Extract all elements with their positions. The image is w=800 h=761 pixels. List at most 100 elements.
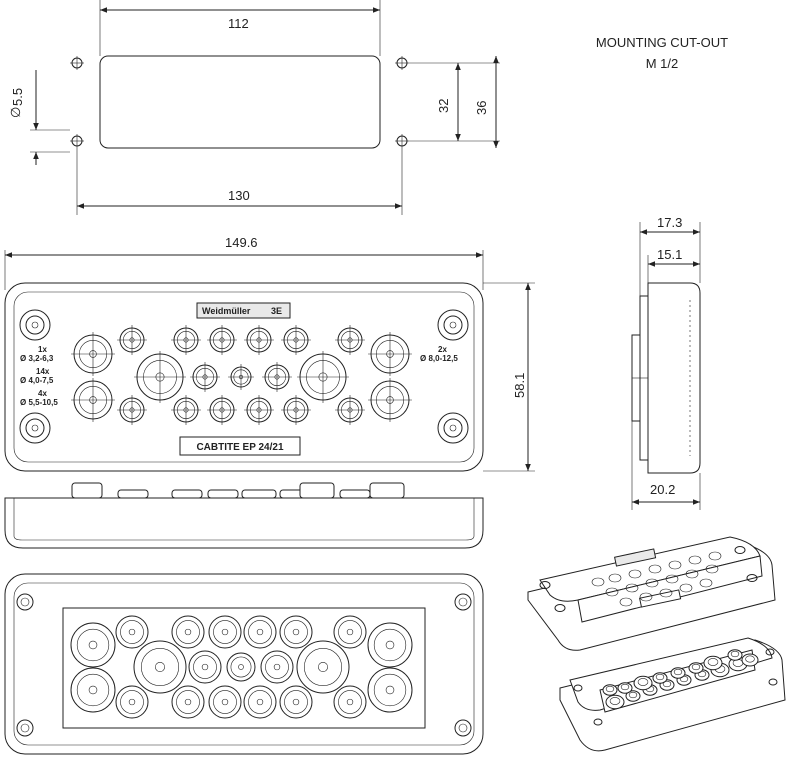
profile-bump bbox=[369, 482, 405, 499]
iso-rear-grommet bbox=[633, 675, 653, 691]
grommet-small bbox=[171, 325, 201, 355]
rear-mounting-hole bbox=[454, 593, 472, 611]
grommet-tiny bbox=[228, 364, 254, 390]
grommet-medium bbox=[368, 332, 412, 376]
rear-mounting-hole bbox=[16, 593, 34, 611]
grommet-small bbox=[244, 395, 274, 425]
iso-rear-grommet bbox=[727, 649, 743, 661]
iso-mount-hole bbox=[734, 546, 746, 554]
iso-rear-grommet bbox=[652, 672, 668, 684]
legend-count-4: 2x bbox=[438, 345, 447, 354]
mounting-hole bbox=[437, 309, 469, 341]
rear-grommet-small bbox=[243, 615, 277, 649]
model-plate bbox=[179, 436, 301, 456]
dim-hole-spacing-h: 130 bbox=[228, 188, 250, 203]
iso-rear-mount-hole bbox=[768, 678, 778, 686]
rear-grommet-small bbox=[279, 615, 313, 649]
isometric-rear bbox=[559, 637, 786, 752]
rear-mounting-hole bbox=[16, 719, 34, 737]
frame-inner-outline bbox=[13, 291, 475, 463]
iso-rear-grommet bbox=[670, 667, 686, 679]
iso-rear-mount-hole bbox=[765, 648, 775, 656]
iso-grommet bbox=[628, 569, 642, 579]
iso-grommet bbox=[608, 573, 622, 583]
rear-grommet-medium bbox=[367, 622, 413, 668]
isometric-front bbox=[527, 536, 776, 651]
iso-grommet bbox=[605, 587, 619, 597]
right-legend: 2x Ø 8,0-12,5 bbox=[420, 345, 458, 363]
iso-rear-grommet bbox=[703, 655, 723, 671]
iso-rear-grommet bbox=[605, 694, 625, 710]
legend-count-2: 14x bbox=[36, 367, 50, 376]
rear-grommets bbox=[16, 593, 472, 737]
mounting-hole bbox=[437, 412, 469, 444]
iso-rear-grommet bbox=[741, 653, 759, 667]
rear-grommet-small bbox=[171, 685, 205, 719]
rear-grommet-large bbox=[296, 640, 350, 694]
grommet-small bbox=[335, 325, 365, 355]
iso-rear-grommet bbox=[602, 684, 618, 696]
iso-grommet bbox=[699, 578, 713, 588]
profile-bump bbox=[207, 489, 239, 499]
iso-grommet bbox=[625, 583, 639, 593]
iso-mount-hole bbox=[746, 574, 758, 582]
iso-grommet bbox=[665, 574, 679, 584]
left-legend: 1x Ø 3,2-6,3 14x Ø 4,0-7,5 4x Ø 5,5-10,5 bbox=[20, 345, 58, 407]
rear-grommet-small bbox=[279, 685, 313, 719]
iso-grommet bbox=[688, 555, 702, 565]
rear-grommet-medium bbox=[367, 667, 413, 713]
grommet-small bbox=[207, 395, 237, 425]
iso-grommet bbox=[685, 569, 699, 579]
legend-count-1: 1x bbox=[38, 345, 47, 354]
model-label: CABTITE EP 24/21 bbox=[196, 442, 284, 453]
rear-grommet-tiny bbox=[226, 652, 256, 682]
brand-plate bbox=[196, 302, 291, 319]
profile-body bbox=[4, 497, 484, 549]
front-grommets bbox=[19, 309, 469, 444]
grommet-small bbox=[244, 325, 274, 355]
dim-side-depth-inner: 15.1 bbox=[657, 247, 682, 262]
drawing-title: MOUNTING CUT-OUT M 1/2 bbox=[596, 35, 728, 71]
iso-mount-hole bbox=[539, 581, 551, 589]
rear-grommet-large bbox=[133, 640, 187, 694]
grommet-small bbox=[190, 362, 220, 392]
legend-range-4: Ø 8,0-12,5 bbox=[420, 354, 458, 363]
overall-width-dimension: 149.6 bbox=[4, 235, 484, 290]
grommet-large bbox=[297, 351, 349, 403]
rear-grommet-small bbox=[333, 685, 367, 719]
legend-range-2: Ø 4,0-7,5 bbox=[20, 376, 54, 385]
rear-grommet-small bbox=[188, 650, 222, 684]
front-view: Weidmüller 3E CABTITE EP 24/21 1x Ø 3,2-… bbox=[4, 282, 484, 472]
rear-grommet-small bbox=[208, 615, 242, 649]
dim-overall-width: 149.6 bbox=[225, 235, 258, 250]
profile-bump bbox=[339, 489, 371, 499]
iso-rear-grommets bbox=[573, 648, 778, 726]
cutout-rectangle bbox=[99, 55, 381, 149]
dim-cutout-width: 112 bbox=[228, 16, 249, 31]
rear-grommet-small bbox=[243, 685, 277, 719]
iso-rear-mount-hole bbox=[593, 718, 603, 726]
cutout-hole-tr bbox=[395, 56, 409, 70]
grommet-small bbox=[171, 395, 201, 425]
iso-front-grommets bbox=[539, 546, 758, 612]
dim-side-base-width: 20.2 bbox=[650, 482, 675, 497]
grommet-small bbox=[117, 325, 147, 355]
grommet-large bbox=[134, 351, 186, 403]
side-view: 17.3 15.1 20.2 bbox=[631, 215, 701, 510]
rear-grommet-small bbox=[115, 615, 149, 649]
title-line-2: M 1/2 bbox=[646, 56, 679, 71]
rear-grommet-medium bbox=[70, 622, 116, 668]
iso-mount-hole bbox=[554, 604, 566, 612]
overall-height-dimension: 58.1 bbox=[483, 282, 535, 472]
brand-name: Weidmüller bbox=[202, 306, 251, 316]
grommet-medium bbox=[368, 378, 412, 422]
dim-cutout-height: 32 bbox=[436, 99, 451, 113]
rear-mounting-hole bbox=[454, 719, 472, 737]
rear-grommet-small bbox=[260, 650, 294, 684]
iso-rear-mount-hole bbox=[573, 684, 583, 692]
dim-hole-diameter: 5.5 bbox=[10, 88, 25, 106]
profile-bump bbox=[171, 489, 203, 499]
iso-grommet bbox=[591, 577, 605, 587]
legend-range-1: Ø 3,2-6,3 bbox=[20, 354, 54, 363]
iso-grommet bbox=[648, 564, 662, 574]
